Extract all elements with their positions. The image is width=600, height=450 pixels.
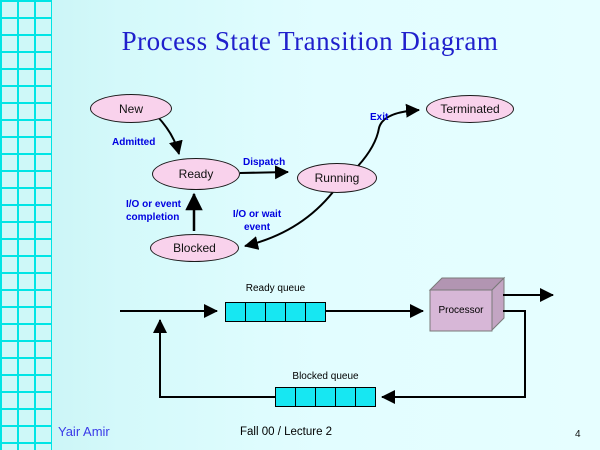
queue-cell (355, 387, 376, 407)
footer-course: Fall 00 / Lecture 2 (240, 426, 333, 438)
processor-box-label: Processor (438, 305, 484, 316)
blocked-queue (275, 387, 376, 407)
transition-label-admitted: Admitted (112, 137, 156, 148)
decorative-grid-border (0, 0, 52, 450)
queue-cell (315, 387, 336, 407)
state-terminated: Terminated (426, 95, 514, 123)
transition-label-io-wait: I/O or wait event (232, 209, 282, 233)
state-terminated-label: Terminated (440, 102, 500, 116)
arrow-admitted-new-to-ready (156, 115, 183, 155)
transition-label-dispatch: Dispatch (243, 157, 286, 168)
queue-cell (225, 302, 246, 322)
state-new: New (90, 94, 172, 123)
blocked-queue-label: Blocked queue (292, 371, 359, 382)
state-new-label: New (118, 101, 143, 116)
state-ready: Ready (152, 158, 240, 190)
queue-cell (335, 387, 356, 407)
state-blocked-label: Blocked (173, 241, 216, 255)
queue-cell (245, 302, 266, 322)
queue-cell (305, 302, 326, 322)
queue-cell (285, 302, 306, 322)
transition-label-exit: Exit (370, 112, 389, 123)
queue-cell (295, 387, 316, 407)
transition-label-io-completion: I/O or event completion (126, 199, 182, 223)
arrow-exit-running-to-terminated (357, 103, 420, 167)
footer-author: Yair Amir (58, 424, 110, 439)
state-blocked: Blocked (150, 234, 239, 262)
state-running: Running (297, 163, 377, 193)
arrow-blocked-queue-return (153, 319, 275, 398)
ready-queue (225, 302, 326, 322)
ready-queue-label: Ready queue (245, 283, 306, 294)
footer-page-number: 4 (575, 429, 581, 440)
queue-cell (265, 302, 286, 322)
state-running-label: Running (314, 171, 360, 185)
slide-title: Process State Transition Diagram (121, 26, 499, 56)
queue-cell (275, 387, 296, 407)
arrow-dispatch-ready-to-running (239, 165, 289, 180)
state-ready-label: Ready (178, 167, 214, 181)
